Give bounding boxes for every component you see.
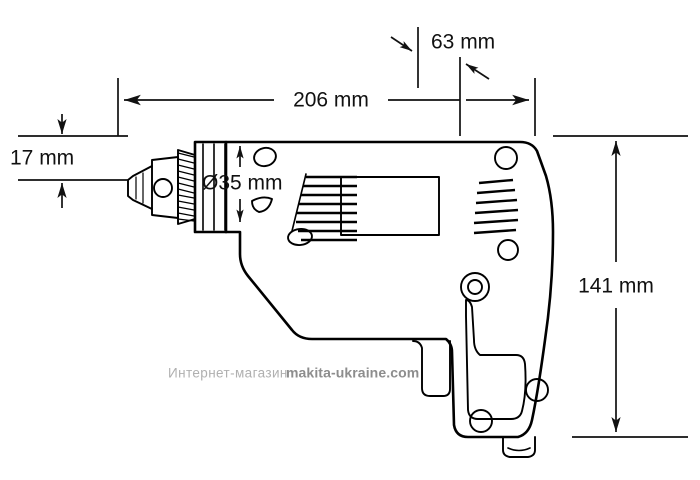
housing-screw-top	[494, 146, 518, 170]
drill-barrel-outline	[193, 140, 228, 234]
right-vent-slots	[473, 178, 519, 235]
side-port-ellipse	[287, 227, 313, 247]
dimension-label-206: 206 mm	[293, 89, 369, 112]
cable-strain-relief	[502, 436, 536, 458]
brush-cap-lower-ellipse	[251, 196, 273, 213]
dimension-diameter-35: Ø35 mm	[202, 146, 283, 222]
pivot-ring-inner	[467, 279, 483, 295]
chuck-screw-circle	[153, 178, 173, 198]
leader-63-right-arrow	[465, 63, 490, 80]
pivot-ring-outer	[460, 272, 490, 302]
nameplate-rectangle	[340, 176, 440, 236]
chuck-nose-cone	[127, 165, 153, 210]
strain-relief-groove	[507, 447, 531, 452]
left-vent-edge	[291, 173, 307, 232]
dimension-label-35: Ø35 mm	[202, 172, 283, 195]
housing-screw-mid	[497, 239, 519, 261]
dimension-length-206: 206 mm	[117, 78, 536, 136]
brush-cap-upper-ellipse	[253, 146, 277, 168]
dimension-label-63: 63 mm	[431, 31, 495, 54]
chuck-body-outline	[151, 156, 179, 219]
dimension-height-141: 141 mm	[553, 135, 688, 438]
dimension-height-17: 17 mm	[10, 114, 128, 208]
barrel-groove-lines	[202, 143, 226, 231]
watermark-domain: makita-ukraine.com	[286, 365, 419, 381]
drill-housing-outline	[224, 140, 555, 439]
handle-screw-base	[469, 409, 493, 433]
left-vent-slots	[296, 175, 357, 242]
dimension-offset-63: 63 mm	[390, 27, 529, 136]
watermark-group: Интернет-магазин makita-ukraine.com	[168, 365, 419, 381]
handle-inner-contour	[465, 299, 527, 420]
chuck-nose-ribs	[135, 172, 144, 204]
chuck-knurl-hatching	[177, 152, 195, 222]
drill-body-group	[127, 140, 555, 458]
trigger-switch	[412, 340, 451, 397]
dimension-label-141: 141 mm	[578, 275, 654, 298]
leader-63-left-arrow	[390, 36, 413, 52]
dimension-label-17: 17 mm	[10, 147, 74, 170]
watermark-shop-label: Интернет-магазин	[168, 366, 288, 381]
